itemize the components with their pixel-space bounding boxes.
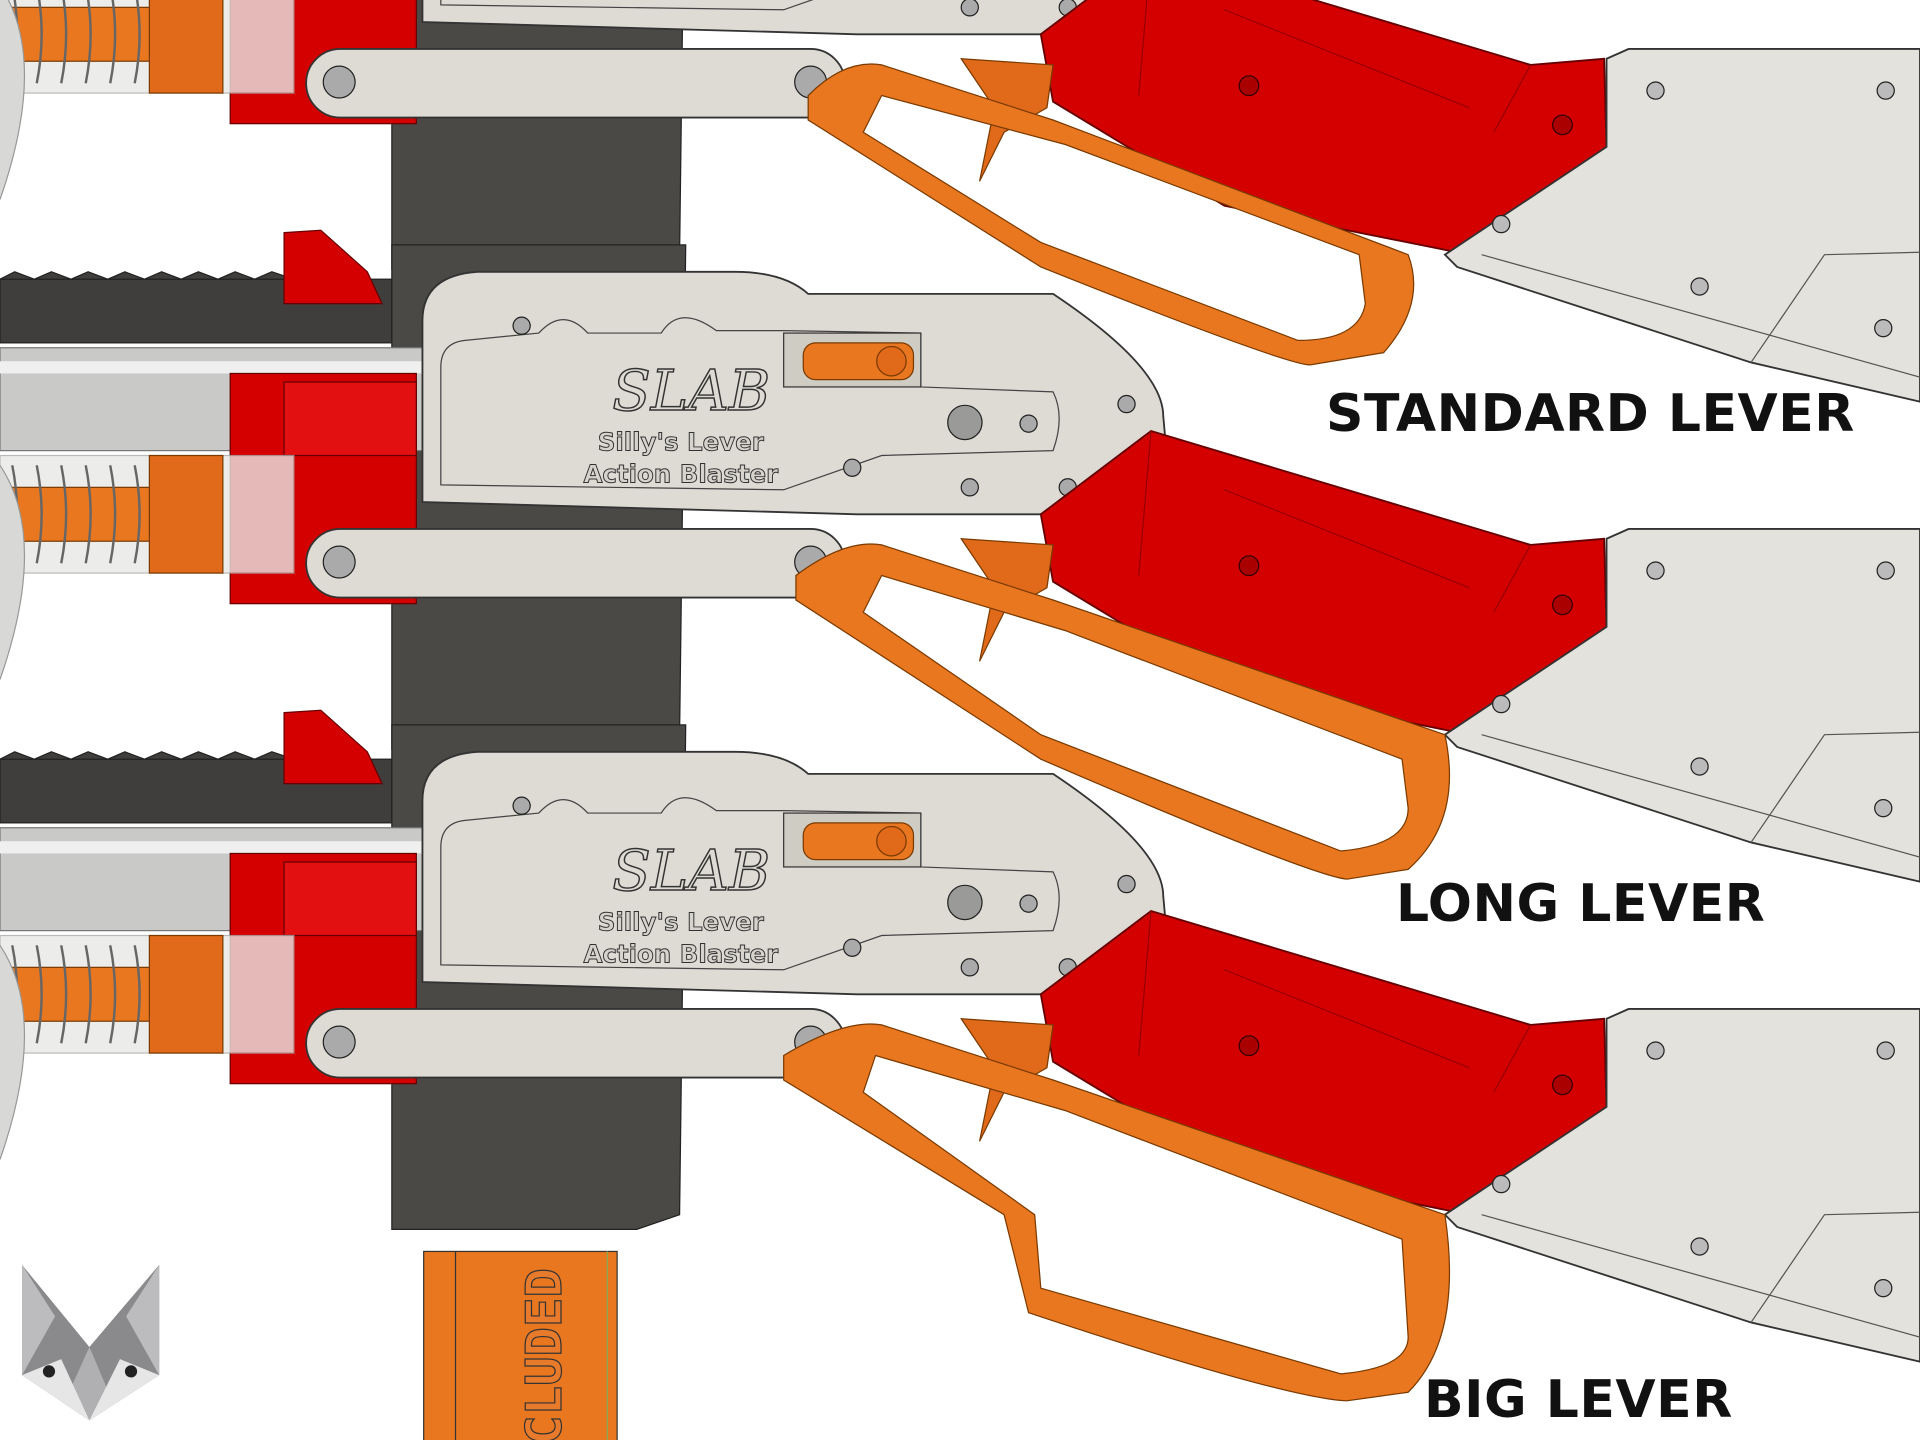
label-big-lever: BIG LEVER bbox=[1424, 1370, 1733, 1430]
label-standard-lever: STANDARD LEVER bbox=[1326, 384, 1855, 444]
magazine-text: CLUDED bbox=[516, 1268, 573, 1440]
fox-logo-icon bbox=[22, 1264, 160, 1421]
blaster-long: Silly's Lever Action Blaster bbox=[0, 228, 1920, 883]
label-long-lever: LONG LEVER bbox=[1396, 874, 1766, 934]
plate-line2: Action Blaster bbox=[583, 939, 778, 968]
plate-line2: Action Blaster bbox=[583, 459, 778, 488]
plate-line1: Silly's Lever bbox=[598, 908, 764, 937]
plate-line1: Silly's Lever bbox=[598, 428, 764, 457]
blaster-big: Silly's Lever Action Blaster bbox=[0, 708, 1920, 1402]
blaster-standard bbox=[0, 0, 1920, 403]
